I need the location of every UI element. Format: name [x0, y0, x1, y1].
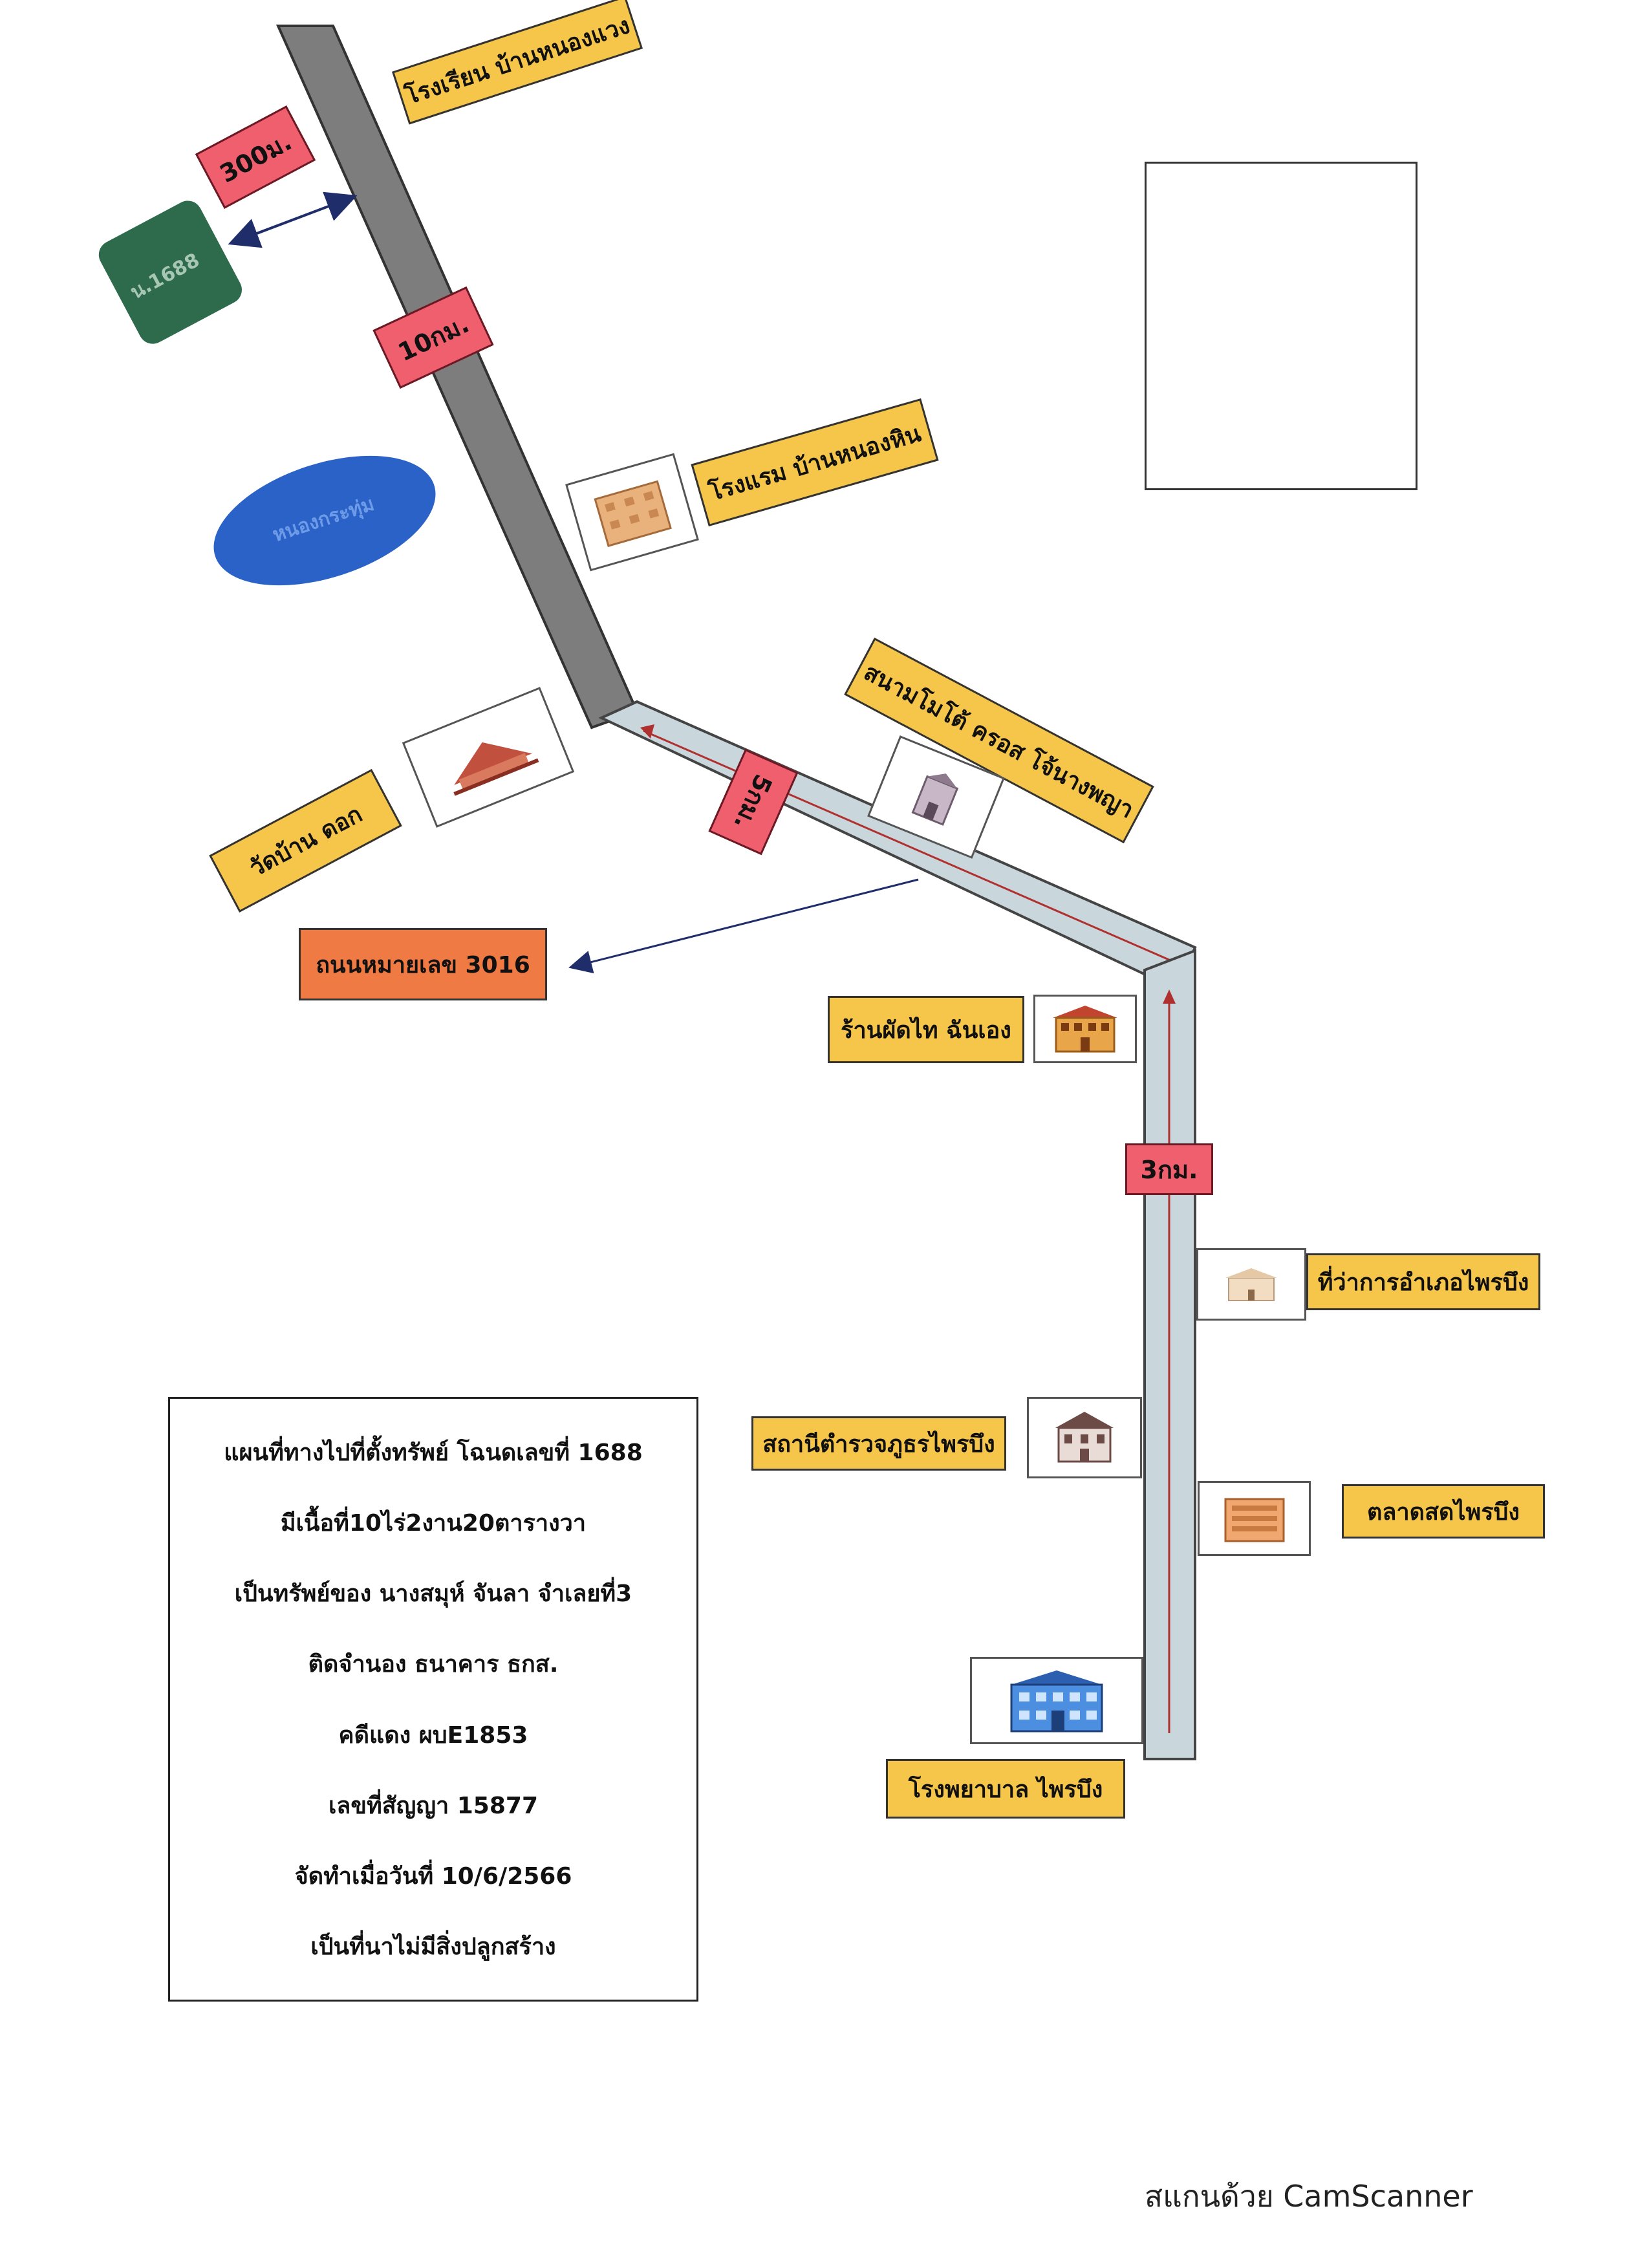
info-line-land-status: เป็นที่นาไม่มีสิ่งปลูกสร้าง	[310, 1933, 556, 1960]
distance-300m-arrow	[228, 191, 358, 248]
plot-1688-marker	[98, 200, 242, 344]
road-centerline-arrow	[643, 729, 1171, 962]
hotel-building-icon	[593, 480, 672, 548]
hospital-icon-box	[970, 1657, 1143, 1744]
road-label-pointer	[568, 878, 919, 974]
fresh-market-icon-box	[1198, 1481, 1311, 1556]
info-line-area: มีเนื้อที่10ไร่2งาน20ตารางวา	[280, 1510, 587, 1537]
padthai-shop-label: ร้านผัดไท ฉันเอง	[828, 996, 1024, 1063]
motocross-icon-box	[867, 735, 1005, 859]
info-line-owner: เป็นทรัพย์ของ นางสมุห์ จันลา จำเลยที่3	[234, 1581, 632, 1608]
info-line-case: คดีแดง ผบE1853	[338, 1722, 528, 1749]
hotel-icon-box	[565, 453, 699, 572]
temple-icon-box	[402, 687, 575, 828]
road-dark-segment	[275, 25, 639, 729]
info-line-mortgage: ติดจำนอง ธนาคาร ธกส.	[308, 1651, 559, 1678]
scanner-watermark: สแกนด้วย CamScanner	[1145, 2179, 1473, 2214]
road-3016-label: ถนนหมายเลข 3016	[299, 928, 547, 1000]
hospital-icon	[1010, 1670, 1103, 1732]
road-direction-arrowhead	[640, 724, 654, 739]
road-vertical-arrowhead	[1163, 989, 1176, 1004]
district-office-icon	[1225, 1268, 1277, 1301]
hospital-label: โรงพยาบาล ไพรบึง	[886, 1759, 1125, 1819]
compass-box	[1145, 162, 1417, 490]
district-office-icon-box	[1196, 1248, 1306, 1321]
padthai-shop-icon-box	[1033, 995, 1137, 1063]
police-station-icon-box	[1027, 1397, 1142, 1478]
pond-ellipse	[213, 455, 436, 586]
police-station-icon	[1055, 1412, 1114, 1463]
district-office-label: ที่ว่าการอำเภอไพรบึง	[1306, 1253, 1540, 1310]
info-line-title: แผนที่ทางไปที่ตั้งทรัพย์ โฉนดเลขที่ 1688	[224, 1440, 643, 1467]
property-info-box: แผนที่ทางไปที่ตั้งทรัพย์ โฉนดเลขที่ 1688…	[168, 1397, 698, 2002]
info-line-date: จัดทำเมื่อวันที่ 10/6/2566	[294, 1863, 572, 1890]
temple-icon	[453, 742, 539, 796]
market-icon	[1224, 1498, 1284, 1542]
info-line-contract: เลขที่สัญญา 15877	[328, 1792, 539, 1819]
motocross-building-icon	[911, 773, 958, 826]
fresh-market-label: ตลาดสดไพรบึง	[1342, 1484, 1545, 1539]
police-station-label: สถานีตำรวจภูธรไพรบึง	[751, 1416, 1006, 1471]
distance-3km-label: 3กม.	[1125, 1143, 1213, 1195]
shop-building-icon	[1053, 1006, 1117, 1053]
